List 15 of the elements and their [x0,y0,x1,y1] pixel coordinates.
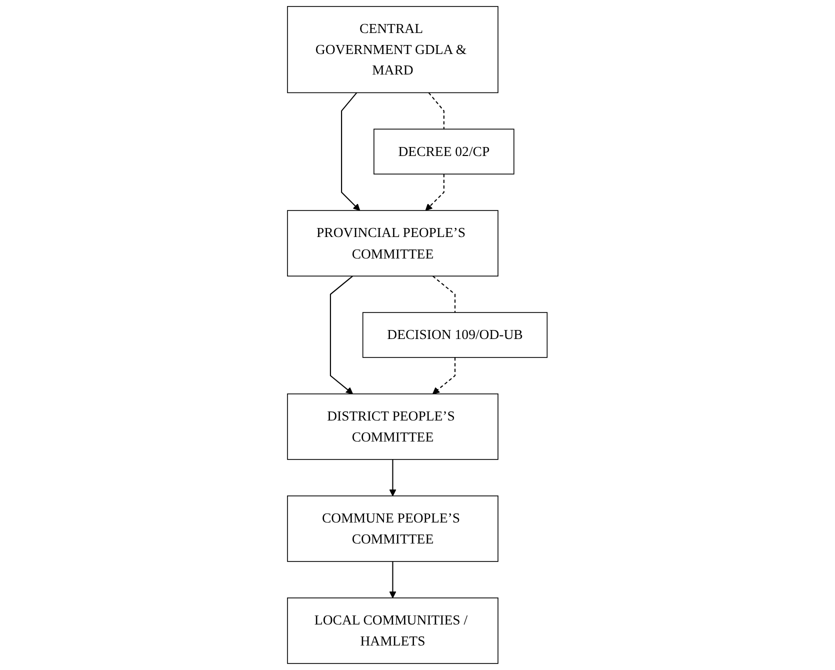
node-box: LOCAL COMMUNITIES / HAMLETS [287,598,499,664]
node-box: DISTRICT PEOPLE’S COMMITTEE [287,393,499,460]
connector [428,92,445,130]
arrow [426,174,445,211]
arrow [389,459,396,496]
connector [432,276,456,313]
node-box: DECISION 109/OD-UB [362,312,548,358]
arrow [432,357,456,394]
arrow [330,276,354,394]
node-box: PROVINCIAL PEOPLE’S COMMITTEE [287,210,499,276]
arrow [341,92,360,211]
arrow [389,561,396,598]
node-box: COMMUNE PEOPLE’S COMMITTEE [287,496,499,562]
node-box: CENTRAL GOVERNMENT GDLA & MARD [287,6,499,94]
node-box: DECREE 02/CP [374,128,514,174]
